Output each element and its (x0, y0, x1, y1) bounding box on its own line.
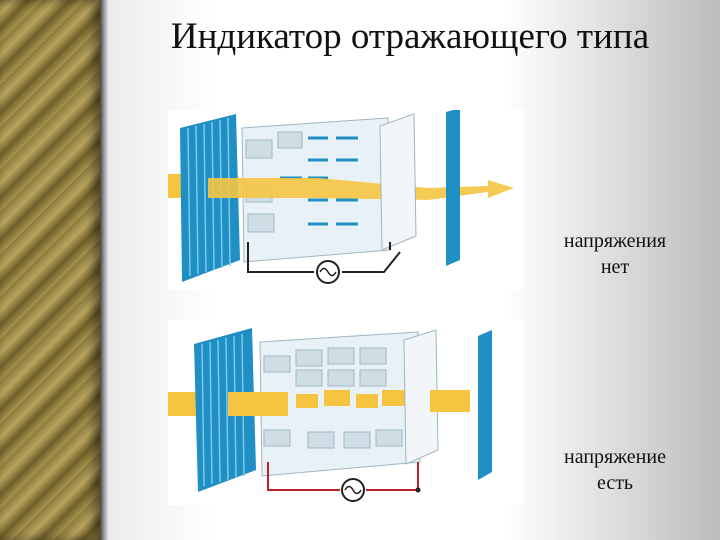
junction-dot (415, 487, 421, 493)
diagram-no-voltage (168, 110, 524, 290)
light-absorbed-in-cell (296, 390, 408, 408)
front-polarizer (194, 328, 256, 492)
ac-source-icon (316, 260, 340, 284)
rear-polarizer (446, 110, 460, 266)
rear-electrode-plate (379, 113, 417, 251)
ac-source-icon (341, 478, 365, 502)
slide-title: Индикатор отражающего типа (170, 16, 650, 57)
diagram-voltage-applied (168, 320, 524, 505)
caption-no-voltage: напряжения нет (540, 228, 690, 280)
caption-voltage-line1: напряжение (564, 446, 666, 468)
caption-no-voltage-line2: нет (600, 256, 630, 278)
rear-polarizer (478, 330, 492, 480)
frame-edge (100, 0, 108, 540)
rear-electrode-plate (403, 329, 439, 465)
transmitted-light-beam (208, 178, 514, 200)
caption-voltage-applied: напряжение есть (540, 444, 690, 496)
caption-no-voltage-line1: напряжения (563, 230, 667, 252)
circuit-open (247, 242, 401, 273)
blocked-light-beam (228, 392, 288, 416)
decorative-frame (0, 0, 100, 540)
reflected-light-beam (430, 390, 470, 412)
caption-voltage-line2: есть (596, 472, 634, 494)
